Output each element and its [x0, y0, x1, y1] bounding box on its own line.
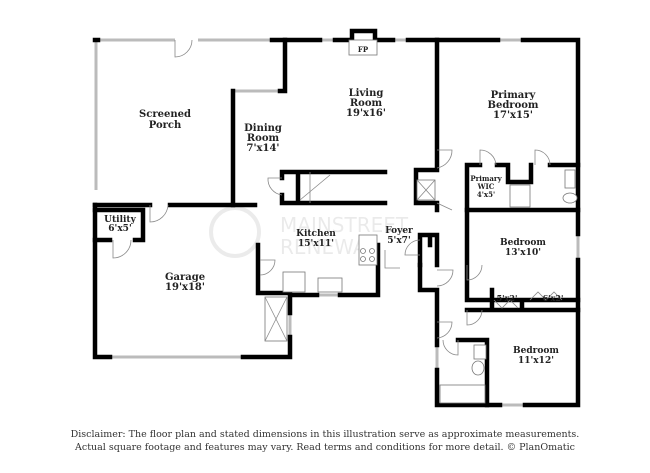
room-bedroom-3: Bedroom 11'x12' [513, 346, 559, 366]
fridge [282, 271, 306, 293]
fireplace [348, 39, 378, 56]
bathtub [439, 384, 486, 404]
disclaimer-line-1: Disclaimer: The floor plan and stated di… [70, 429, 580, 440]
svg-text:Primary: Primary [470, 174, 502, 183]
svg-text:Screened: Screened [139, 109, 191, 120]
room-screened-porch: Screened Porch [139, 109, 191, 131]
sink [564, 169, 576, 189]
bath-toilet [471, 360, 485, 376]
svg-text:Utility: Utility [104, 215, 136, 225]
toilet [562, 192, 578, 204]
room-primary-bedroom: Primary Bedroom 17'x15' [488, 90, 539, 121]
svg-text:Kitchen: Kitchen [296, 229, 336, 239]
room-kitchen: Kitchen 15'x11' [296, 229, 336, 249]
svg-text:Room: Room [247, 133, 280, 144]
svg-text:Dining: Dining [244, 123, 282, 134]
svg-text:17'x15': 17'x15' [493, 110, 533, 121]
room-garage: Garage 19'x18' [165, 272, 205, 293]
kitchen-sink [317, 277, 343, 293]
svg-text:7'x14': 7'x14' [247, 143, 280, 154]
closet-1-size: 5'x2' [497, 293, 518, 303]
disclaimer-line-2: Actual square footage and features may v… [75, 442, 575, 453]
svg-text:Foyer: Foyer [385, 226, 413, 236]
walls [92, 28, 581, 408]
svg-text:WIC: WIC [477, 182, 495, 191]
svg-text:4'x5': 4'x5' [477, 190, 495, 199]
doors [112, 39, 563, 356]
fireplace-label: FP [358, 45, 369, 54]
svg-text:19'x18': 19'x18' [165, 282, 205, 293]
shower [509, 184, 531, 208]
room-primary-wic: Primary WIC 4'x5' [470, 174, 502, 199]
room-foyer: Foyer 5'x7' [385, 226, 413, 246]
svg-text:19'x16': 19'x16' [346, 108, 386, 119]
svg-text:Porch: Porch [149, 120, 182, 131]
svg-text:5'x7': 5'x7' [387, 236, 410, 246]
svg-text:Room: Room [350, 98, 383, 109]
svg-text:Bedroom: Bedroom [513, 346, 559, 356]
room-bedroom-2: Bedroom 13'x10' [500, 238, 546, 258]
room-utility: Utility 6'x5' [104, 215, 136, 234]
bath-sink [473, 344, 487, 360]
room-labels: Screened Porch Dining Room 7'x14' Living… [104, 45, 563, 366]
fixtures [264, 39, 578, 404]
closet-2-size: 6'x2' [543, 293, 564, 303]
room-dining: Dining Room 7'x14' [244, 123, 282, 154]
svg-text:Primary: Primary [491, 90, 537, 101]
svg-text:15'x11': 15'x11' [298, 239, 334, 249]
watermark-line-1: MAINSTREET [280, 213, 409, 237]
room-living: Living Room 19'x16' [346, 88, 386, 119]
windows [94, 38, 580, 407]
svg-text:Living: Living [349, 88, 384, 99]
svg-text:Garage: Garage [165, 272, 205, 283]
svg-text:Bedroom: Bedroom [500, 238, 546, 248]
svg-text:11'x12': 11'x12' [518, 356, 554, 366]
svg-text:13'x10': 13'x10' [505, 248, 541, 258]
svg-text:Bedroom: Bedroom [488, 100, 539, 111]
svg-text:6'x5': 6'x5' [108, 224, 131, 234]
